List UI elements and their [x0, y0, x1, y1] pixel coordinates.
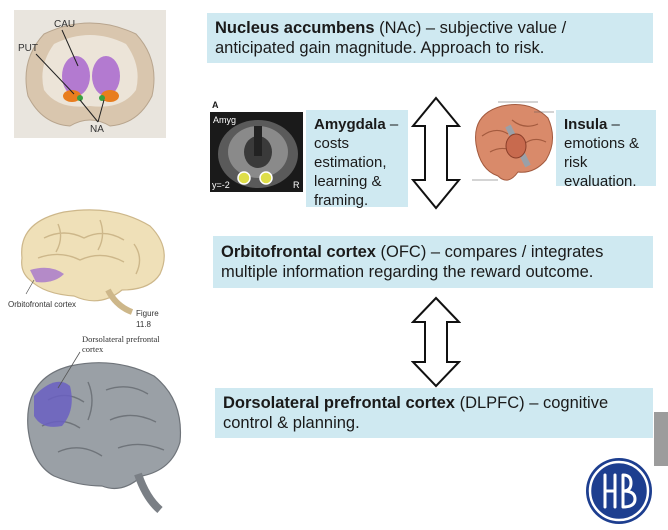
double-arrow-top [411, 96, 461, 210]
nac-desc: (NAc) – subjective value / anticipated g… [215, 19, 567, 57]
ofc-brain-figure: Orbitofrontal cortex Figure 11.8 [4, 198, 174, 329]
amygdala-desc: – costs estimation, learning & framing. [314, 116, 399, 209]
nac-brain-figure: CAU PUT NA [14, 10, 166, 138]
amygdala-title: Amygdala [314, 116, 386, 133]
dlpfc-box: Dorsolateral prefrontal cortex (DLPFC) –… [215, 388, 653, 438]
ofc-figure-label: Orbitofrontal cortex [8, 300, 77, 309]
amygdala-text: Amygdala – costs estimation, learning & … [314, 115, 406, 210]
hse-logo [585, 457, 653, 525]
insula-text: Insula – emotions & risk evaluation. [564, 115, 654, 191]
insula-title: Insula [564, 116, 608, 133]
ofc-box: Orbitofrontal cortex (OFC) – compares / … [213, 236, 653, 288]
amygdala-box: Amygdala – costs estimation, learning & … [306, 110, 408, 210]
dlpfc-brain-figure: Dorsolateral prefrontal cortex [18, 330, 190, 522]
right-edge-bar [654, 412, 668, 466]
amygdala-mri-figure: Amyg y=-2 R [210, 112, 303, 192]
cau-label: CAU [54, 19, 76, 30]
dlpfc-text: Dorsolateral prefrontal cortex (DLPFC) –… [223, 393, 651, 433]
insula-desc: – emotions & risk evaluation. [564, 116, 640, 190]
ofc-title: Orbitofrontal cortex [221, 243, 376, 261]
dlpfc-desc: (DLPFC) – cognitive control & planning. [223, 394, 609, 432]
double-arrow-bottom [411, 296, 461, 388]
na-label: NA [90, 124, 104, 135]
dlpfc-title: Dorsolateral prefrontal cortex [223, 394, 455, 412]
insula-box: Insula – emotions & risk evaluation. [556, 110, 656, 190]
mri-side-label: R [293, 180, 300, 190]
mri-coord-label: y=-2 [212, 180, 230, 190]
ofc-desc: (OFC) – compares / integrates multiple i… [221, 243, 604, 281]
ofc-figure-caption: Figure 11.8 [136, 309, 159, 329]
dlpfc-figure-label: Dorsolateral prefrontal cortex [82, 334, 160, 354]
nac-box: Nucleus accumbens (NAc) – subjective val… [207, 13, 653, 63]
nac-title: Nucleus accumbens [215, 19, 375, 37]
ofc-text: Orbitofrontal cortex (OFC) – compares / … [221, 242, 651, 282]
nac-text: Nucleus accumbens (NAc) – subjective val… [215, 18, 649, 58]
put-label: PUT [18, 43, 38, 54]
insula-brain-figure [468, 96, 556, 188]
mri-region-label: Amyg [213, 115, 237, 125]
mri-panel-letter: A [212, 100, 219, 110]
